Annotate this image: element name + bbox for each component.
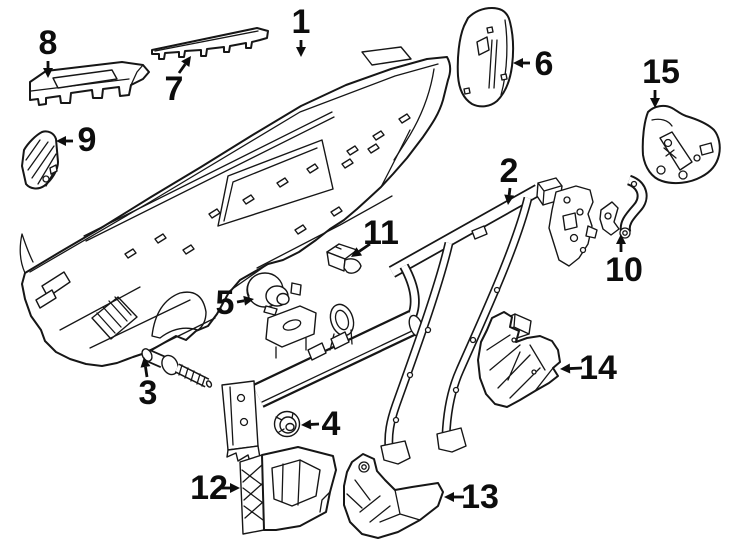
callout-9[interactable]: 9 [56,121,96,159]
callout-arrowhead-icon [301,419,312,430]
callout-arrowhead-icon [444,492,454,502]
callout-number[interactable]: 10 [605,251,643,289]
callout-arrowhead-icon [296,47,306,57]
callout-arrowhead-icon [560,363,571,374]
callout-10[interactable]: 10 [605,234,643,289]
callout-number[interactable]: 9 [78,121,97,159]
callout-arrow-line [236,299,245,304]
part-6-end-cover [456,7,515,108]
callout-arrowhead-icon [504,194,515,205]
callout-12[interactable]: 12 [190,469,240,507]
part-7-trim-strip [151,27,269,60]
callout-arrow-line [144,366,149,378]
part-14-gusset-bracket [477,311,561,408]
callout-arrowhead-icon [351,247,363,257]
callout-2[interactable]: 2 [500,152,519,205]
part-1-instrument-panel [19,46,452,367]
callout-number[interactable]: 15 [642,53,680,91]
callout-1[interactable]: 1 [292,3,311,57]
callout-number[interactable]: 1 [292,3,311,41]
callout-7[interactable]: 7 [165,56,191,108]
callout-14[interactable]: 14 [560,349,617,387]
callout-number[interactable]: 4 [322,405,341,443]
callout-15[interactable]: 15 [642,53,680,108]
callout-5[interactable]: 5 [216,284,254,322]
part-11-small-bracket [326,243,362,274]
callout-arrow-line [569,366,583,370]
callout-6[interactable]: 6 [513,45,553,83]
part-12-center-bracket [239,446,337,535]
part-15-cowl-bracket [641,104,721,185]
callout-number[interactable]: 8 [39,24,58,62]
part-13-floor-bracket [343,453,444,539]
callout-number[interactable]: 12 [190,469,228,507]
callout-arrowhead-icon [140,357,151,368]
callout-11[interactable]: 11 [351,214,399,257]
callout-arrowhead-icon [43,68,53,78]
callout-arrowhead-icon [513,58,523,68]
callout-arrow-line [358,242,371,253]
callout-number[interactable]: 3 [139,374,158,412]
part-5-round-damper [246,272,302,316]
callout-arrowhead-icon [650,98,660,108]
callout-4[interactable]: 4 [301,405,341,443]
part-3-bolt [141,348,213,388]
part-10-support-bracket [599,174,648,239]
part-4-grommet [273,410,301,438]
callout-3[interactable]: 3 [139,357,158,412]
callout-arrowhead-icon [230,483,240,493]
callout-arrow-line [177,63,187,74]
callout-arrowhead-icon [181,56,191,68]
callout-arrowhead-icon [243,295,254,306]
callout-number[interactable]: 7 [165,70,184,108]
callout-arrowhead-icon [56,136,66,146]
callout-arrow-line [507,187,512,196]
callout-number[interactable]: 14 [579,349,617,387]
callout-number[interactable]: 5 [216,284,235,322]
callout-number[interactable]: 13 [461,478,499,516]
callout-8[interactable]: 8 [39,24,58,78]
callout-13[interactable]: 13 [444,478,499,516]
callout-number[interactable]: 11 [363,214,399,252]
callout-number[interactable]: 6 [535,45,554,83]
part-9-side-vent [21,130,59,190]
callout-number[interactable]: 2 [500,152,519,190]
part-8-defroster-trim [29,61,150,106]
part-2-reinforcement-beam [221,177,598,465]
callout-arrowhead-icon [616,234,626,244]
